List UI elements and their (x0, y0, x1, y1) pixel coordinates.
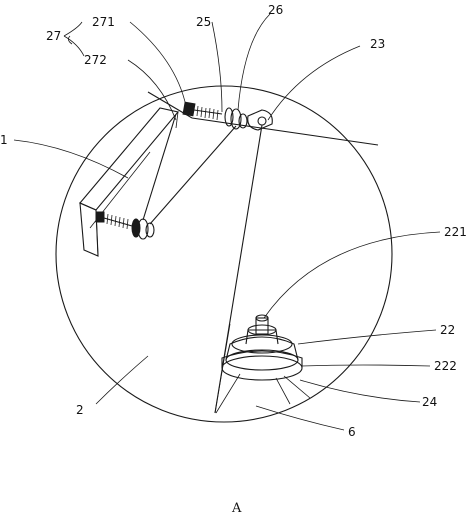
label-221: 221 (444, 225, 467, 239)
spindle-assembly (215, 314, 311, 414)
label-24: 24 (422, 395, 437, 409)
label-26: 26 (268, 3, 283, 17)
lower-screw-assembly (95, 211, 155, 240)
label-1: 1 (0, 133, 8, 147)
label-22: 22 (440, 323, 455, 337)
leader-lines (13, 13, 441, 431)
label-25: 25 (196, 15, 211, 29)
label-6: 6 (348, 425, 356, 439)
mounting-plate (79, 107, 180, 257)
label-2: 2 (76, 403, 84, 417)
upper-thread (196, 105, 219, 121)
label-272: 272 (84, 53, 107, 67)
label-222: 222 (434, 359, 457, 373)
upper-screw-assembly (182, 101, 273, 131)
label-271: 271 (92, 15, 115, 29)
cables (142, 113, 237, 225)
label-23: 23 (370, 37, 385, 51)
detail-circle (55, 85, 393, 423)
lower-thread (106, 213, 129, 230)
figure-caption: A (231, 501, 242, 516)
label-27: 27 (46, 29, 61, 43)
